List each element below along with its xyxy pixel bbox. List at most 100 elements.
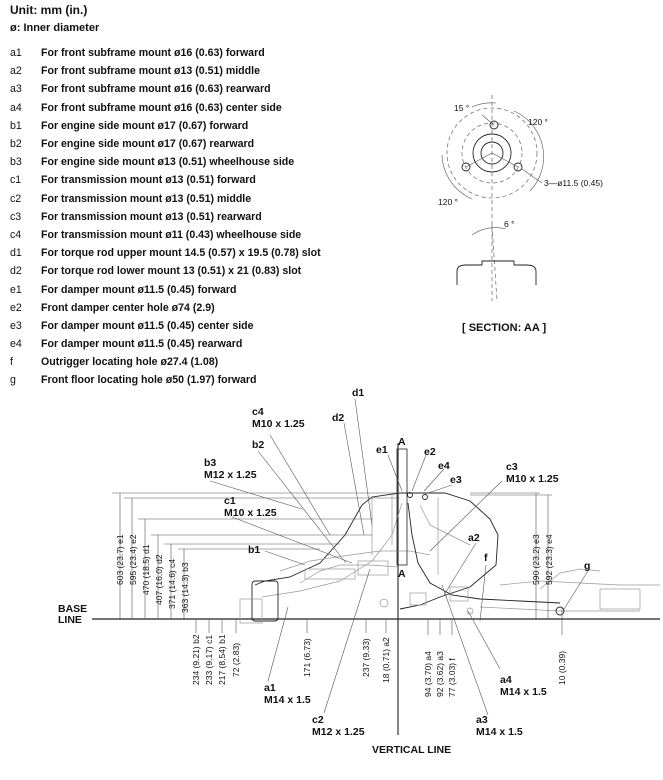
angle-120-top-label: 120 ° bbox=[528, 117, 548, 127]
angle-arc-15 bbox=[471, 102, 497, 108]
section-center-hole bbox=[480, 141, 504, 165]
dim-b1: 217 (8.54) b1 bbox=[217, 634, 227, 685]
callout-d1: d1 bbox=[352, 387, 364, 399]
dim-e4: 592 (23.3) e4 bbox=[544, 534, 554, 585]
angle-6-label: 6 ° bbox=[504, 219, 515, 229]
legend-desc: For transmission mount ø11 (0.43) wheelh… bbox=[41, 228, 302, 241]
dim-a2: 18 (0.71) a2 bbox=[381, 637, 391, 683]
section-mark-bottom: A bbox=[398, 568, 406, 580]
legend-code: b2 bbox=[10, 138, 22, 151]
section-outer-circle bbox=[446, 107, 538, 199]
legend-desc: For torque rod upper mount 14.5 (0.57) x… bbox=[41, 247, 321, 260]
callout-a3: a3 bbox=[476, 714, 488, 726]
legend-code: e3 bbox=[10, 319, 22, 332]
legend-desc: For front subframe mount ø13 (0.51) midd… bbox=[41, 65, 260, 78]
legend-desc: For torque rod lower mount 13 (0.51) x 2… bbox=[41, 265, 302, 278]
callout-b1: b1 bbox=[248, 544, 260, 556]
dim-a3: 92 (3.62) a3 bbox=[435, 651, 445, 697]
legend-desc: For damper mount ø11.5 (0.45) rearward bbox=[41, 338, 243, 351]
dim-237: 237 (9.33) bbox=[361, 638, 371, 677]
legend-code: e4 bbox=[10, 338, 22, 351]
legend-desc: For transmission mount ø13 (0.51) middle bbox=[41, 192, 252, 205]
legend-desc: For engine side mount ø17 (0.67) forward bbox=[41, 119, 249, 132]
legend-row: b3 For engine side mount ø13 (0.51) wheel… bbox=[10, 153, 410, 171]
legend-desc: For engine side mount ø17 (0.67) rearwar… bbox=[41, 138, 255, 151]
callout-c4-thread: M10 x 1.25 bbox=[252, 418, 305, 430]
dim-a4: 94 (3.70) a4 bbox=[423, 651, 433, 697]
callout-e4: e4 bbox=[438, 460, 450, 472]
legend-code: e2 bbox=[10, 301, 22, 314]
dim-b3: 363 (14.3) b3 bbox=[180, 562, 190, 613]
angle-arc-120-top bbox=[513, 110, 544, 192]
base-line-label: BASE bbox=[58, 603, 87, 615]
callout-c1: c1 bbox=[224, 495, 236, 507]
callout-c3: c3 bbox=[506, 461, 518, 473]
angle-ref-line bbox=[465, 152, 493, 168]
callout-a1: a1 bbox=[264, 682, 276, 694]
callout-c1-thread: M10 x 1.25 bbox=[224, 507, 277, 519]
legend-code: b1 bbox=[10, 119, 22, 132]
legend-row: c2 For transmission mount ø13 (0.51) midd… bbox=[10, 190, 410, 208]
legend-desc: For front subframe mount ø16 (0.63) rear… bbox=[41, 83, 271, 96]
legend-desc: For front subframe mount ø16 (0.63) forw… bbox=[41, 47, 265, 60]
dim-c1: 233 (9.17) c1 bbox=[204, 635, 214, 685]
dim-e1: 603 (23.7) e1 bbox=[115, 534, 125, 585]
unit-note: Unit: mm (in.) bbox=[10, 3, 88, 17]
legend-code: a4 bbox=[10, 101, 22, 114]
dim-10: 10 (0.39) bbox=[557, 651, 567, 685]
callout-c3-thread: M10 x 1.25 bbox=[506, 473, 559, 485]
frame-dimension-drawing: A A bbox=[58, 387, 660, 756]
callout-a2: a2 bbox=[468, 532, 480, 544]
base-line-label-2: LINE bbox=[58, 614, 82, 626]
chassis-outline bbox=[239, 492, 660, 624]
angle-arc-6 bbox=[471, 227, 507, 236]
legend-code: c2 bbox=[10, 192, 22, 205]
callout-a1-thread: M14 x 1.5 bbox=[264, 694, 311, 706]
callout-b2: b2 bbox=[252, 439, 264, 451]
hole-leader bbox=[521, 168, 543, 184]
legend-desc: Front floor locating hole ø50 (1.97) for… bbox=[41, 374, 257, 387]
dim-f: 77 (3.03) f bbox=[447, 658, 457, 697]
callout-c2: c2 bbox=[312, 714, 324, 726]
callout-a3-thread: M14 x 1.5 bbox=[476, 726, 523, 738]
legend-code: c3 bbox=[10, 210, 22, 223]
legend-code: b3 bbox=[10, 156, 22, 169]
section-title: [ SECTION: AA ] bbox=[462, 322, 546, 334]
section-aa-figure: 15 ° 120 ° 120 ° 3—ø11.5 (0.45) 6 ° [ SE… bbox=[438, 95, 603, 334]
callout-a4: a4 bbox=[500, 674, 512, 686]
legend-desc: For transmission mount ø13 (0.51) rearwa… bbox=[41, 210, 262, 223]
dim-171: 171 (6.73) bbox=[302, 638, 312, 677]
bolt-hole bbox=[461, 162, 471, 172]
dimension-lines-left bbox=[112, 492, 400, 633]
angle-15-label: 15 ° bbox=[454, 103, 469, 113]
bolt-hole bbox=[513, 162, 523, 172]
legend-code: e1 bbox=[10, 283, 22, 296]
section-mark-top: A bbox=[398, 436, 406, 448]
dim-c4: 371 (14.6) c4 bbox=[167, 559, 177, 609]
diameter-note: ø: Inner diameter bbox=[10, 22, 100, 34]
dimension-lines-right bbox=[427, 492, 563, 635]
dim-d2: 407 (16.0) d2 bbox=[154, 554, 164, 605]
callout-e3: e3 bbox=[450, 474, 462, 486]
callout-b3: b3 bbox=[204, 457, 216, 469]
legend-row: a3 For front subframe mount ø16 (0.63) re… bbox=[10, 80, 410, 98]
legend-row: e4 For damper mount ø11.5 (0.45) rearward bbox=[10, 335, 410, 353]
dim-e3: 590 (23.2) e3 bbox=[531, 534, 541, 585]
legend-desc: For damper mount ø11.5 (0.45) forward bbox=[41, 283, 237, 296]
legend-code: g bbox=[10, 374, 16, 387]
legend-row: d2 For torque rod lower mount 13 (0.51) x… bbox=[10, 262, 410, 280]
section-a-box bbox=[396, 448, 408, 566]
callout-a4-thread: M14 x 1.5 bbox=[500, 686, 547, 698]
legend-code: a3 bbox=[10, 83, 22, 96]
legend-desc: Outrigger locating hole ø27.4 (1.08) bbox=[41, 356, 219, 369]
legend-code: c1 bbox=[10, 174, 22, 187]
legend-desc: For front subframe mount ø16 (0.63) cent… bbox=[41, 101, 282, 114]
legend-code: d2 bbox=[10, 265, 22, 278]
callout-c4: c4 bbox=[252, 406, 264, 418]
legend-desc: For engine side mount ø13 (0.51) wheelho… bbox=[41, 156, 295, 169]
angle-ref-line bbox=[481, 114, 495, 126]
